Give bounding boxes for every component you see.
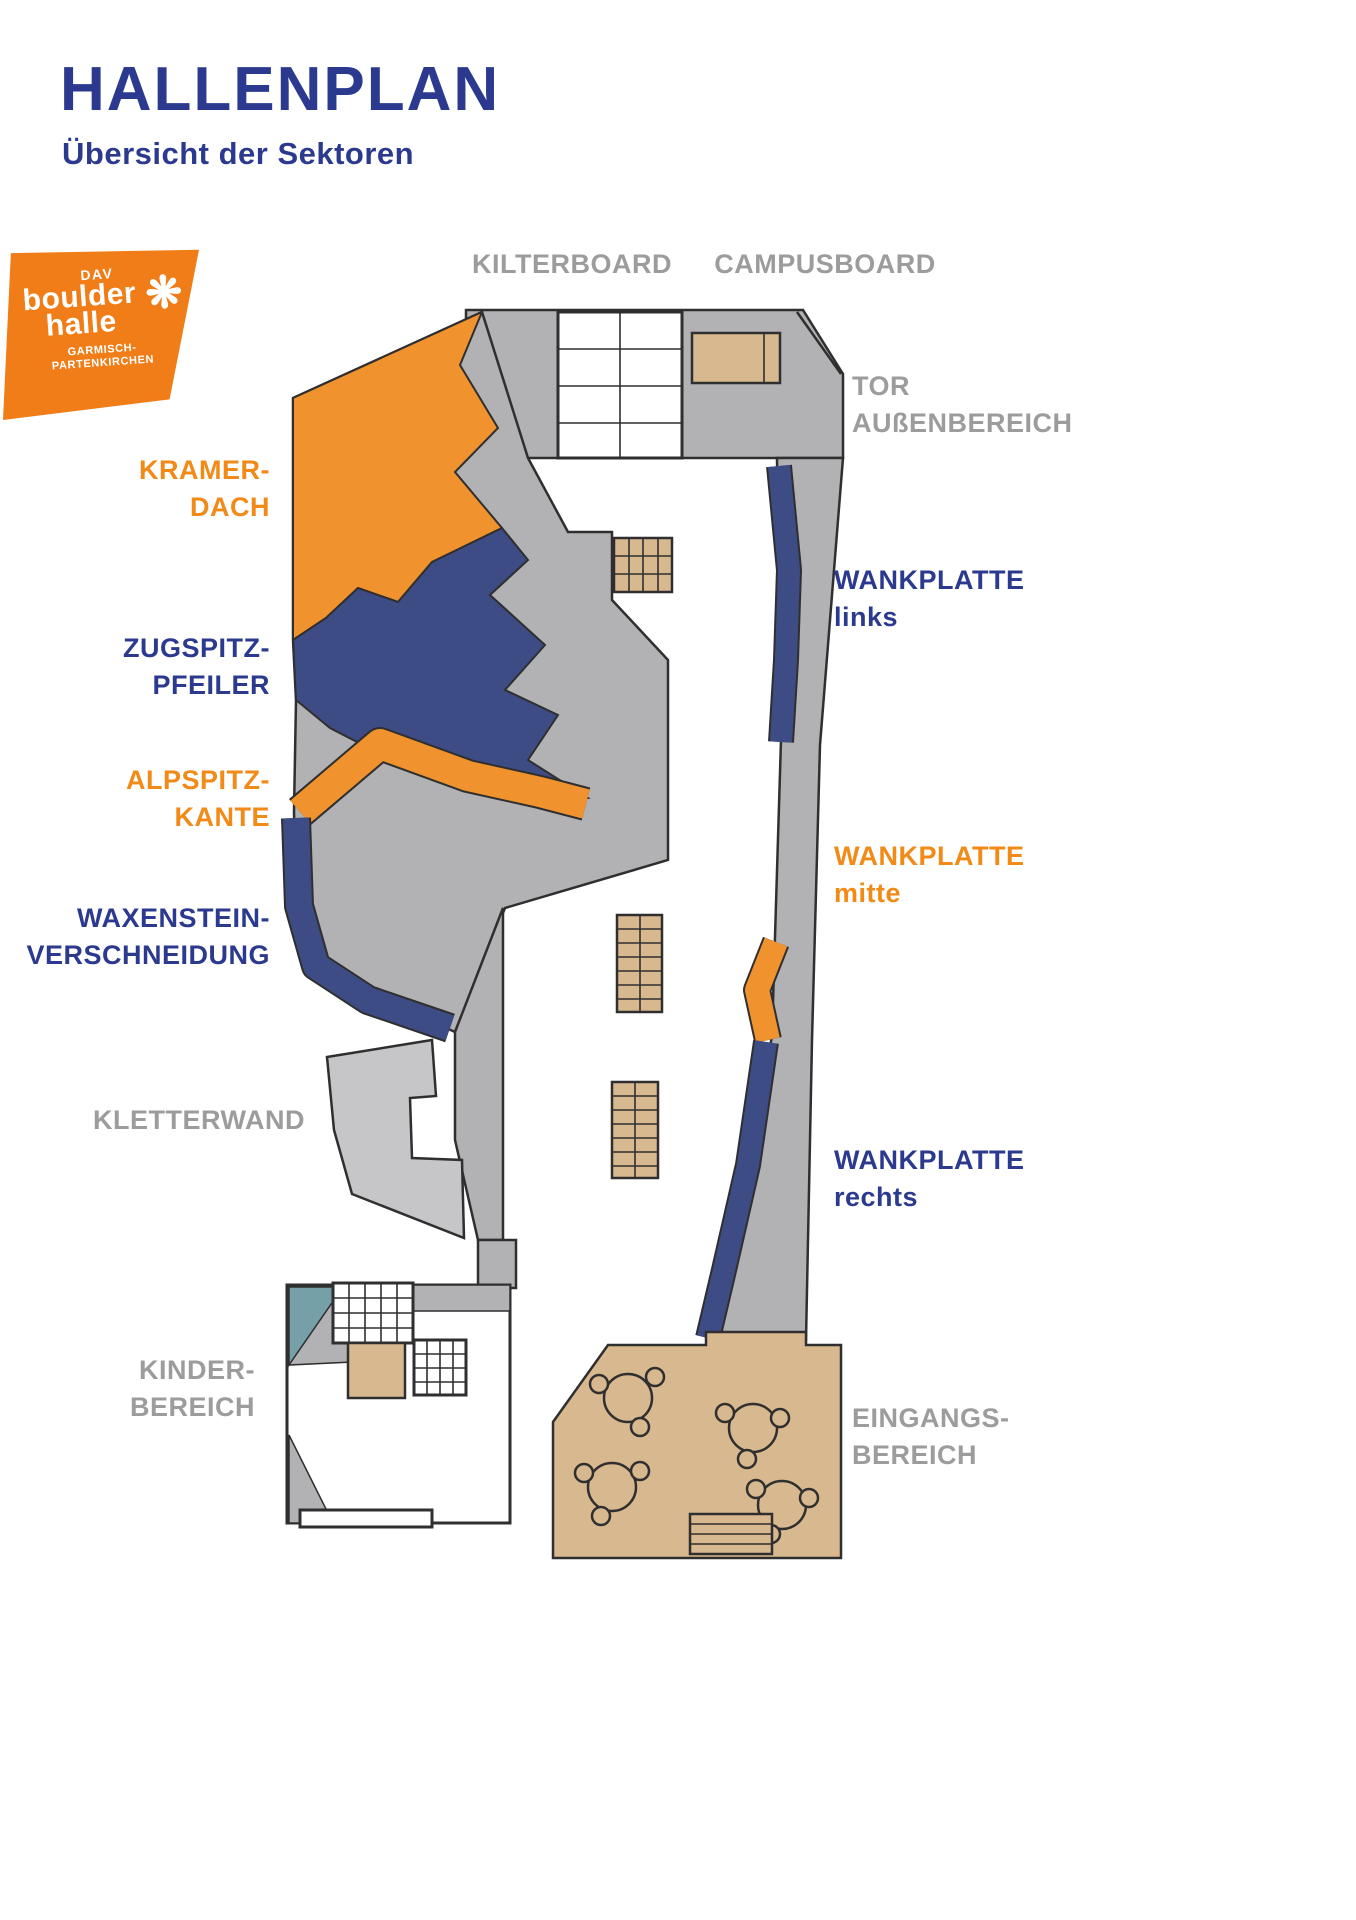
label-waxenstein-line2: VERSCHNEIDUNG bbox=[26, 940, 270, 970]
kinder-area-shape bbox=[285, 1281, 512, 1525]
chair-circle bbox=[745, 1478, 767, 1500]
label-wank-rechts-line1: WANKPLATTE bbox=[834, 1145, 1025, 1175]
sector-wankplatte-links-shape bbox=[768, 464, 800, 743]
chair-circle bbox=[588, 1373, 610, 1395]
mat-table-grid bbox=[617, 915, 662, 1012]
label-eingang-line1: EINGANGS- bbox=[852, 1403, 1010, 1433]
campusboard-shape bbox=[690, 331, 782, 385]
kletterwand-shape bbox=[325, 1038, 466, 1240]
label-wank-mitte-line1: WANKPLATTE bbox=[834, 841, 1025, 871]
label-kramer-line2: DACH bbox=[190, 492, 270, 522]
label-zugspitz-line1: ZUGSPITZ- bbox=[123, 633, 270, 663]
entrance-bench-slats bbox=[690, 1523, 772, 1545]
kinder-grid-a-lines bbox=[333, 1283, 413, 1343]
sector-waxenstein-shape bbox=[283, 817, 455, 1041]
bench-left-shape bbox=[298, 1508, 434, 1529]
label-kletterwand: KLETTERWAND bbox=[93, 1105, 305, 1135]
mat-table-lower bbox=[610, 1080, 660, 1180]
label-campusboard: CAMPUSBOARD bbox=[714, 249, 936, 279]
entrance-area-shape bbox=[551, 1330, 843, 1560]
mat-table-grid bbox=[614, 538, 672, 592]
label-wankplatte-mitte: WANKPLATTE mitte bbox=[834, 838, 1024, 912]
page-title: HALLENPLAN bbox=[60, 55, 501, 124]
mat-table-top bbox=[612, 536, 674, 594]
mat-table-middle bbox=[615, 913, 664, 1014]
chair-circle bbox=[629, 1460, 651, 1482]
chair-circle bbox=[590, 1505, 612, 1527]
label-kramer-dach: KRAMER- DACH bbox=[139, 452, 270, 526]
kilterboard-shape bbox=[556, 310, 684, 460]
label-zugspitz-pfeiler: ZUGSPITZ- PFEILER bbox=[123, 630, 270, 704]
entrance-table bbox=[727, 1402, 779, 1454]
label-wank-rechts-line2: rechts bbox=[834, 1182, 919, 1212]
mat-table-grid bbox=[612, 1082, 658, 1178]
label-kinder-bereich: KINDER- BEREICH bbox=[130, 1352, 255, 1426]
label-alpspitz-line2: KANTE bbox=[174, 802, 270, 832]
label-tor-aussenbereich: TOR AUßENBEREICH bbox=[852, 368, 1073, 442]
label-wankplatte-rechts: WANKPLATTE rechts bbox=[834, 1142, 1024, 1216]
sector-wankplatte-mitte-shape bbox=[745, 937, 788, 1043]
chair-circle bbox=[629, 1416, 651, 1438]
label-tor-line2: AUßENBEREICH bbox=[852, 408, 1073, 438]
label-wankplatte-links: WANKPLATTE links bbox=[834, 562, 1024, 636]
chair-circle bbox=[714, 1402, 736, 1424]
wall-connector bbox=[476, 1238, 518, 1290]
kilterboard-grid bbox=[558, 312, 682, 458]
label-alpspitz-kante: ALPSPITZ- KANTE bbox=[126, 762, 270, 836]
page-subtitle: Übersicht der Sektoren bbox=[62, 136, 415, 171]
label-wank-links-line1: WANKPLATTE bbox=[834, 565, 1025, 595]
label-eingang-line2: BEREICH bbox=[852, 1440, 978, 1470]
sector-alpspitz-kante-shape bbox=[290, 729, 590, 824]
label-kinder-line1: KINDER- bbox=[139, 1355, 255, 1385]
label-zugspitz-line2: PFEILER bbox=[152, 670, 270, 700]
chair-circle bbox=[769, 1407, 791, 1429]
label-eingangs-bereich: EINGANGS- BEREICH bbox=[852, 1400, 1010, 1474]
kinder-top-wall bbox=[411, 1284, 511, 1312]
logo-badge: DAV boulder halle GARMISCH- PARTENKIRCHE… bbox=[3, 249, 199, 420]
kinder-mat-box bbox=[346, 1341, 407, 1400]
chair-circle bbox=[644, 1366, 666, 1388]
campusboard-box bbox=[690, 331, 782, 385]
chair-circle bbox=[573, 1462, 595, 1484]
label-waxenstein-line1: WAXENSTEIN- bbox=[76, 903, 270, 933]
label-kinder-line2: BEREICH bbox=[129, 1392, 255, 1422]
sector-wankplatte-rechts-shape bbox=[697, 1040, 777, 1341]
entrance-table bbox=[602, 1372, 654, 1424]
chair-circle bbox=[736, 1448, 758, 1470]
tor-gate-line bbox=[795, 311, 843, 375]
label-alpspitz-line1: ALPSPITZ- bbox=[126, 765, 270, 795]
entrance-table bbox=[586, 1461, 638, 1513]
kinder-grid-b-lines bbox=[414, 1340, 466, 1395]
label-wank-links-line2: links bbox=[834, 602, 899, 632]
label-waxenstein-verschneidung: WAXENSTEIN- VERSCHNEIDUNG bbox=[26, 900, 270, 974]
label-wank-mitte-line2: mitte bbox=[834, 878, 902, 908]
label-tor-line1: TOR bbox=[852, 371, 911, 401]
label-kramer-line1: KRAMER- bbox=[139, 455, 270, 485]
label-kilterboard: KILTERBOARD bbox=[472, 249, 672, 279]
chair-circle bbox=[798, 1487, 820, 1509]
